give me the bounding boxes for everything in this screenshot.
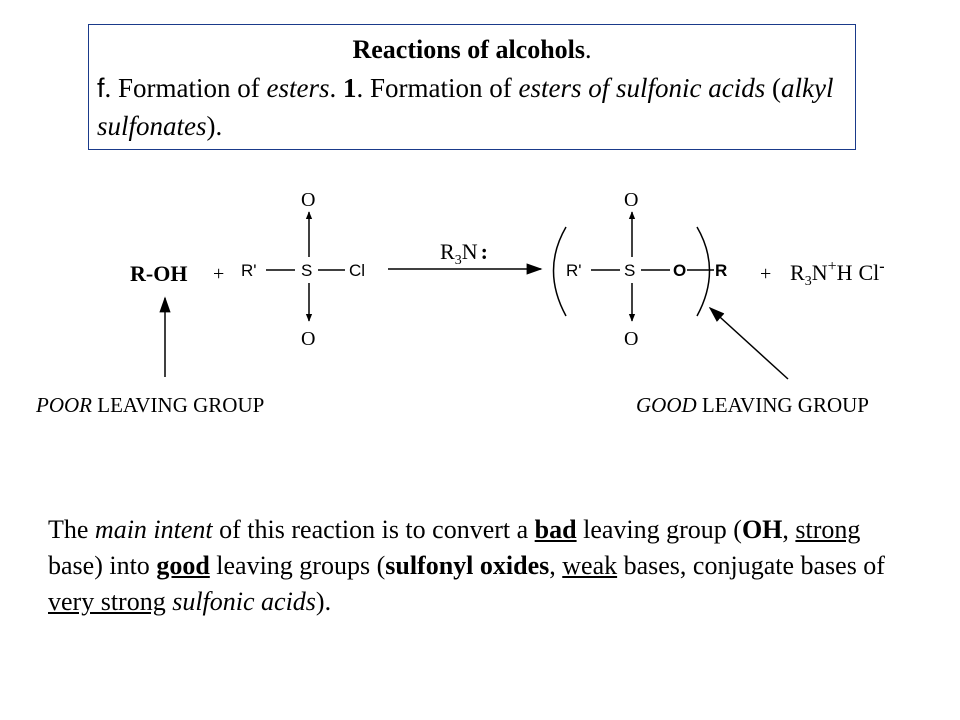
good-leaving-group-label: GOOD LEAVING GROUP: [636, 393, 869, 417]
reagent-n: N: [462, 239, 478, 264]
plus-sign-1: +: [213, 263, 224, 285]
slide-subtitle: f. Formation of esters. 1. Formation of …: [97, 69, 847, 145]
salt-r: R: [790, 260, 805, 285]
reagent-label: R3N:: [440, 239, 488, 268]
exp-text-5: base) into: [48, 551, 157, 580]
slide-title: Reactions of alcohols.: [89, 35, 855, 65]
poor-leaving-group-label: POOR LEAVING GROUP: [35, 393, 264, 417]
good-pointer-arrow: [708, 306, 789, 380]
subtitle-esters-sulfonic: esters of sulfonic acids: [518, 73, 766, 103]
subtitle-text-1: . Formation of: [104, 73, 267, 103]
exp-text-6: leaving groups (: [209, 551, 386, 580]
reagent-r: R: [440, 239, 455, 264]
explanation-paragraph: The main intent of this reaction is to c…: [48, 512, 908, 620]
reagent-subscript: 3: [455, 253, 462, 268]
product-oxygen-top: O: [624, 189, 638, 211]
salt-cl: Cl: [859, 260, 880, 285]
exp-text-3: leaving group (: [576, 515, 742, 544]
r-prime-label: R': [241, 261, 257, 280]
exp-weak: weak: [562, 551, 618, 580]
plus-sign-2: +: [760, 263, 771, 285]
good-word: GOOD: [636, 393, 697, 417]
oxygen-top-label: O: [301, 189, 315, 211]
exp-oh: OH: [741, 515, 783, 544]
section-letter: f: [97, 73, 105, 103]
exp-text-4: ,: [782, 515, 796, 544]
poor-rest: LEAVING GROUP: [92, 393, 264, 417]
salt-subscript: 3: [805, 274, 812, 289]
exp-sulfonyl-oxides: sulfonyl oxides: [385, 551, 550, 580]
reagent-colon: :: [481, 239, 488, 264]
exp-sulfonic-acids: sulfonic acids: [172, 587, 316, 616]
exp-bad: bad: [534, 515, 577, 544]
subtitle-text-2: .: [329, 73, 344, 103]
subtitle-esters: esters: [266, 73, 330, 103]
title-text: Reactions of alcohols: [352, 35, 586, 64]
left-parenthesis: [552, 226, 567, 317]
product-r-prime: R': [566, 261, 582, 280]
good-rest: LEAVING GROUP: [697, 393, 869, 417]
exp-text-1: The: [48, 515, 95, 544]
product-sulfur: S: [624, 261, 635, 280]
title-period: .: [585, 35, 592, 64]
reactant-roh: R-OH: [130, 261, 187, 286]
exp-main-intent: main intent: [94, 515, 213, 544]
subtitle-number: 1: [343, 73, 357, 103]
exp-text-8: bases, conjugate bases of: [617, 551, 885, 580]
right-parenthesis: [696, 226, 711, 317]
salt-n: N: [812, 260, 828, 285]
exp-text-7: ,: [549, 551, 563, 580]
product-oxygen-bottom: O: [624, 328, 638, 350]
sulfur-label: S: [301, 261, 312, 280]
subtitle-text-3: . Formation of: [356, 73, 519, 103]
exp-good: good: [156, 551, 210, 580]
title-box: Reactions of alcohols. f. Formation of e…: [88, 24, 856, 150]
exp-text-10: ).: [315, 587, 332, 616]
salt-plus-charge: +: [828, 258, 837, 275]
subtitle-text-4: (: [765, 73, 781, 103]
subtitle-text-5: ).: [206, 111, 223, 141]
product-r: R: [715, 261, 727, 280]
exp-very-strong: very strong: [48, 587, 166, 616]
salt-minus-charge: -: [879, 258, 884, 275]
product-oxygen: O: [673, 261, 686, 280]
exp-text-2: of this reaction is to convert a: [212, 515, 535, 544]
chlorine-label: Cl: [349, 261, 365, 280]
reaction-scheme: R-OH + R' S Cl O O R3N: R' S O R O O + R…: [35, 189, 885, 417]
oxygen-bottom-label: O: [301, 328, 315, 350]
subtitle-alkyl: alkyl sulfonates: [97, 73, 834, 141]
poor-word: POOR: [35, 393, 92, 417]
exp-strong: strong: [795, 515, 861, 544]
salt-h: H: [837, 260, 853, 285]
